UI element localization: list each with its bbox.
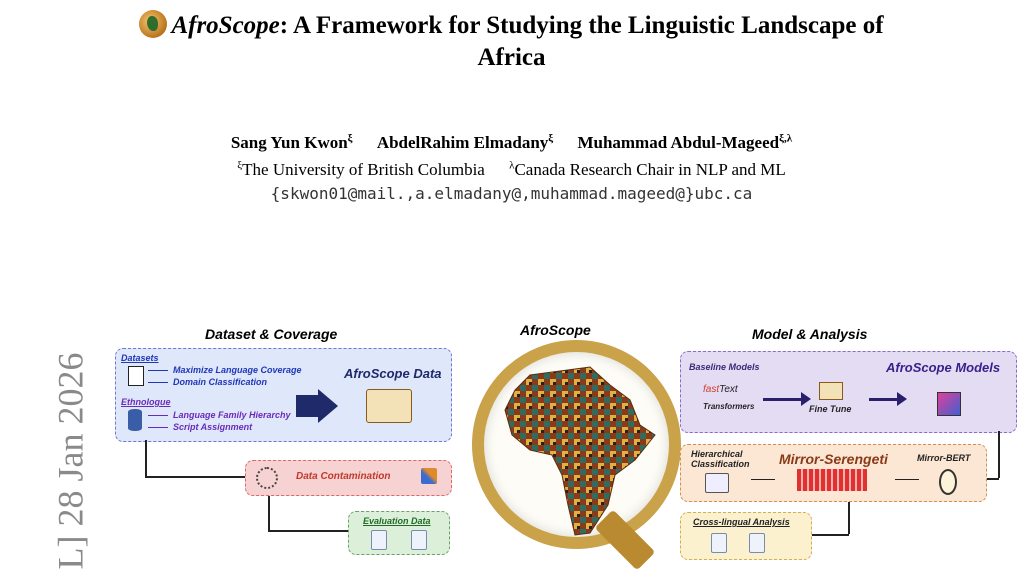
arrow-icon bbox=[763, 398, 801, 401]
book-icon bbox=[819, 382, 843, 400]
evaluation-label: Evaluation Data bbox=[363, 516, 431, 526]
cross-lingual-panel: Cross-lingual Analysis bbox=[680, 512, 812, 560]
right-section-title: Model & Analysis bbox=[752, 326, 868, 342]
connector-line bbox=[145, 476, 245, 478]
arrow-icon bbox=[148, 382, 168, 383]
connector-line bbox=[848, 500, 850, 534]
affiliation: λCanada Research Chair in NLP and ML bbox=[509, 159, 786, 179]
paper-title: AfroScope: A Framework for Studying the … bbox=[0, 10, 1023, 74]
author-emails: {skwon01@mail.,a.elmadany@,muhammad.mage… bbox=[270, 184, 753, 203]
finetune-label: Fine Tune bbox=[809, 404, 852, 414]
baseline-models-panel: Baseline Models fastText Transformers Fi… bbox=[680, 351, 1017, 433]
fasttext-logo: fastText bbox=[703, 384, 738, 395]
connector-line bbox=[268, 494, 270, 530]
arrow-icon bbox=[751, 479, 775, 480]
author: AbdelRahim Elmadanyξ bbox=[376, 132, 554, 152]
big-arrow-head bbox=[318, 389, 338, 423]
arrow-icon bbox=[869, 398, 897, 401]
document-icon bbox=[411, 530, 427, 550]
connector-line bbox=[268, 530, 348, 532]
family-item: Language Family Hierarchy bbox=[173, 410, 291, 420]
data-contamination-panel: Data Contamination bbox=[245, 460, 452, 496]
tree-icon bbox=[705, 473, 729, 493]
mirror-bert-label: Mirror-BERT bbox=[917, 453, 971, 463]
heatmap-icon bbox=[797, 469, 867, 491]
afroscope-data-label: AfroScope Data bbox=[344, 366, 442, 381]
arrow-head bbox=[801, 392, 811, 406]
mirror-serengeti-panel: Hierarchical Classification Mirror-Seren… bbox=[680, 444, 987, 502]
arrow-icon bbox=[148, 415, 168, 416]
mirror-serengeti-label: Mirror-Serengeti bbox=[779, 451, 888, 467]
arrow-icon bbox=[148, 370, 168, 371]
gear-warning-icon bbox=[256, 467, 278, 489]
hierarchical-label-1: Hierarchical bbox=[691, 449, 743, 459]
title-line2: Africa bbox=[477, 44, 546, 71]
datasets-label: Datasets bbox=[121, 353, 159, 363]
title-italic: AfroScope bbox=[171, 12, 280, 39]
mirror-icon bbox=[939, 469, 957, 495]
transformers-label: Transformers bbox=[703, 402, 755, 411]
afroscope-logo-icon bbox=[139, 10, 168, 38]
arxiv-stamp: L] 28 Jan 2026 bbox=[50, 352, 91, 570]
author-list: Sang Yun Kwonξ AbdelRahim Elmadanyξ Muha… bbox=[0, 132, 1023, 153]
tools-icon bbox=[421, 468, 437, 484]
author: Sang Yun Kwonξ bbox=[230, 132, 353, 152]
afroscope-models-label: AfroScope Models bbox=[886, 360, 1001, 375]
database-icon bbox=[128, 409, 142, 431]
evaluation-data-panel: Evaluation Data bbox=[348, 511, 450, 555]
document-icon bbox=[371, 530, 387, 550]
big-arrow-icon bbox=[296, 395, 318, 417]
script-item: Script Assignment bbox=[173, 422, 253, 432]
affiliations: ξThe University of British Columbia λCan… bbox=[0, 159, 1023, 180]
arrow-head bbox=[897, 392, 907, 406]
domain-item: Domain Classification bbox=[173, 377, 268, 387]
connector-line bbox=[145, 440, 147, 476]
connector-line bbox=[985, 478, 999, 480]
affiliation: ξThe University of British Columbia bbox=[237, 159, 485, 179]
connector-line bbox=[998, 431, 1000, 478]
africa-map-icon bbox=[504, 366, 656, 536]
title-rest: : A Framework for Studying the Linguisti… bbox=[279, 12, 884, 39]
search-document-icon bbox=[749, 533, 765, 553]
crosslingual-label: Cross-lingual Analysis bbox=[693, 517, 790, 527]
baseline-label: Baseline Models bbox=[689, 362, 760, 372]
contamination-label: Data Contamination bbox=[296, 471, 391, 482]
model-cube-icon bbox=[937, 392, 961, 416]
document-icon bbox=[128, 366, 144, 386]
dataset-coverage-panel: Datasets Maximize Language Coverage Doma… bbox=[115, 348, 452, 442]
arrow-icon bbox=[148, 427, 168, 428]
connector-line bbox=[810, 534, 849, 536]
arrow-icon bbox=[895, 479, 919, 480]
center-section-title: AfroScope bbox=[520, 322, 591, 338]
coverage-item: Maximize Language Coverage bbox=[173, 365, 302, 375]
hierarchical-label-2: Classification bbox=[691, 459, 750, 469]
document-icon bbox=[711, 533, 727, 553]
author: Muhammad Abdul-Mageedξ,λ bbox=[577, 132, 793, 152]
ethnologue-label: Ethnologue bbox=[121, 397, 171, 407]
book-icon bbox=[366, 389, 412, 423]
left-section-title: Dataset & Coverage bbox=[205, 326, 338, 342]
